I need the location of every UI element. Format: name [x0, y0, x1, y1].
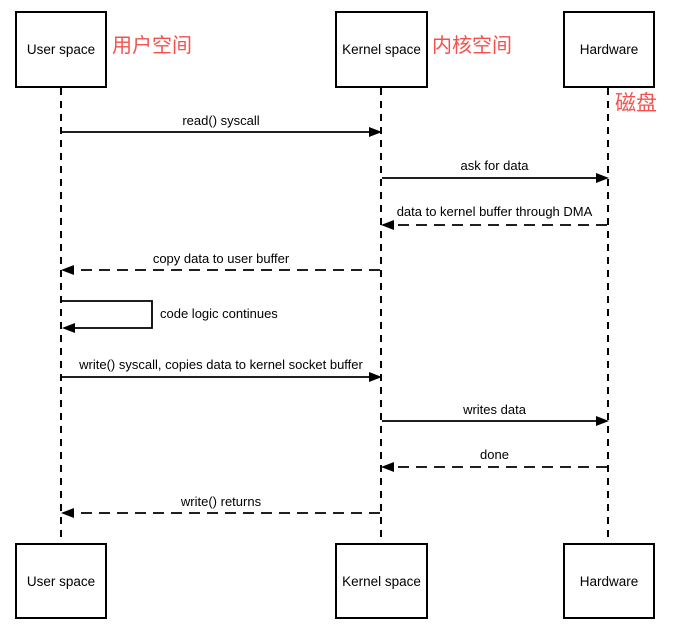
msg-dma-arrowhead — [381, 220, 394, 230]
message-label-write-syscall: write() syscall, copies data to kernel s… — [79, 357, 363, 372]
message-label-ask-for-data: ask for data — [460, 158, 529, 173]
message-label-copy-to-user: copy data to user buffer — [152, 251, 290, 266]
actor-box-user-bottom: User space — [15, 543, 107, 619]
msg-copy-to-user-arrowhead — [61, 265, 74, 275]
actor-label: User space — [26, 42, 96, 57]
actor-label: Hardware — [579, 573, 639, 589]
msg-writes-data-arrowhead — [596, 416, 609, 426]
message-label-dma: data to kernel buffer through DMA — [396, 204, 593, 219]
message-label-write-returns: write() returns — [180, 494, 262, 509]
msg-write-syscall-arrowhead — [369, 372, 382, 382]
msg-write-returns-arrowhead — [61, 508, 74, 518]
actor-label: User space — [26, 573, 96, 589]
msg-ask-for-data-arrowhead — [596, 173, 609, 183]
message-label-code-logic-continues: code logic continues — [160, 306, 278, 321]
actor-box-kernel-top: Kernel space — [335, 11, 428, 88]
annotation-kernel-space: 内核空间 — [432, 35, 512, 57]
msg-done-arrowhead — [381, 462, 394, 472]
actor-label: Hardware — [579, 42, 639, 57]
msg-self-loop-path — [62, 300, 153, 329]
annotation-disk: 磁盘 — [615, 92, 657, 115]
message-label-done: done — [480, 447, 509, 462]
actor-label: Kernel space — [342, 573, 421, 589]
actor-box-hardware-top: Hardware — [563, 11, 655, 88]
actor-box-hardware-bottom: Hardware — [563, 543, 655, 619]
message-label-read-syscall: read() syscall — [182, 113, 260, 128]
actor-box-kernel-bottom: Kernel space — [335, 543, 428, 619]
msg-self-loop-arrowhead — [62, 323, 75, 333]
actor-label: Kernel space — [342, 42, 421, 57]
annotation-user-space: 用户空间 — [112, 35, 192, 57]
actor-box-user-top: User space — [15, 11, 107, 88]
message-label-writes-data: writes data — [463, 402, 526, 417]
msg-read-syscall-arrowhead — [369, 127, 382, 137]
